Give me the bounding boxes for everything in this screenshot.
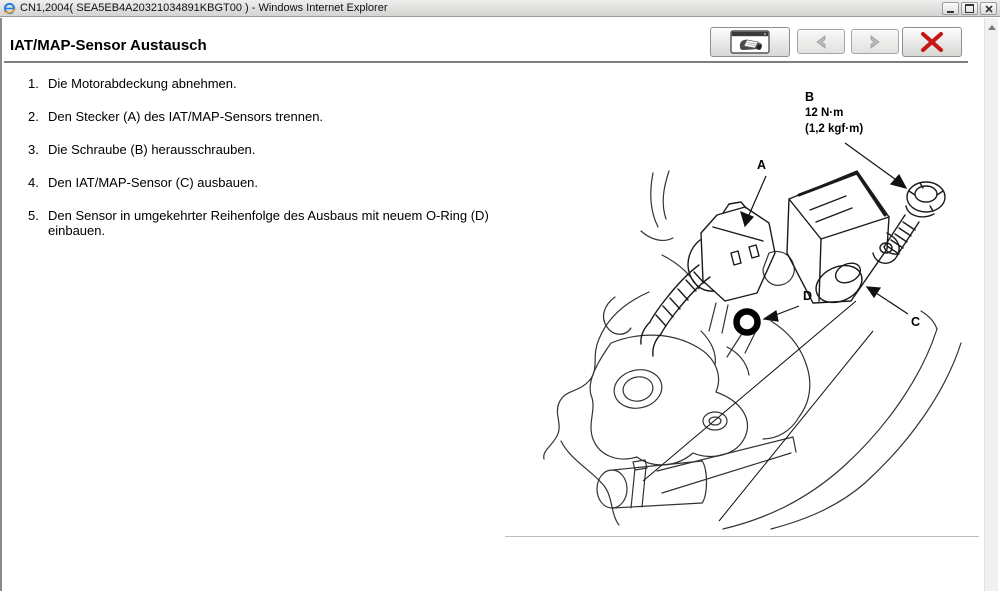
list-item: 5. Den Sensor in umgekehrter Reihenfolge… bbox=[28, 208, 508, 238]
step-text: Den Stecker (A) des IAT/MAP-Sensors tren… bbox=[48, 109, 324, 124]
label-a: A bbox=[757, 158, 766, 172]
diagram-divider bbox=[505, 536, 979, 537]
sensor-part bbox=[786, 170, 900, 304]
window-title: CN1,2004( SEA5EB4A20321034891KBGT00 ) - … bbox=[20, 2, 388, 14]
step-text: Die Motorabdeckung abnehmen. bbox=[48, 76, 237, 91]
restore-icon bbox=[965, 4, 974, 13]
label-d: D bbox=[803, 289, 812, 303]
torque-value: 12 N·m bbox=[805, 107, 843, 119]
printer-icon bbox=[730, 30, 770, 54]
engine-diagram: A B 12 N·m (1,2 kgf·m) C D bbox=[543, 90, 962, 530]
step-text: Den IAT/MAP-Sensor (C) ausbauen. bbox=[48, 175, 259, 190]
print-button[interactable] bbox=[710, 27, 790, 57]
restore-button[interactable] bbox=[961, 2, 978, 15]
window-left-border bbox=[0, 18, 2, 591]
step-number: 2. bbox=[28, 109, 39, 124]
chevron-left-icon bbox=[816, 34, 826, 49]
step-text: Die Schraube (B) herausschrauben. bbox=[48, 142, 256, 157]
scroll-up-arrow-icon[interactable] bbox=[987, 25, 996, 30]
red-x-icon bbox=[921, 32, 943, 52]
forward-button[interactable] bbox=[851, 29, 899, 54]
engine-outline bbox=[543, 170, 962, 530]
minimize-icon bbox=[947, 10, 954, 13]
list-item: 3. Die Schraube (B) herausschrauben. bbox=[28, 142, 508, 157]
label-b: B bbox=[805, 90, 814, 104]
vertical-scrollbar[interactable] bbox=[984, 18, 998, 591]
list-item: 4. Den IAT/MAP-Sensor (C) ausbauen. bbox=[28, 175, 508, 190]
o-ring-part bbox=[733, 308, 761, 336]
leader-lines bbox=[642, 142, 909, 522]
minimize-button[interactable] bbox=[942, 2, 959, 15]
back-button[interactable] bbox=[797, 29, 845, 54]
close-page-button[interactable] bbox=[902, 27, 962, 57]
label-c: C bbox=[911, 315, 920, 329]
close-window-button[interactable] bbox=[980, 2, 997, 15]
window-controls bbox=[942, 2, 997, 15]
step-text: Den Sensor in umgekehrter Reihenfolge de… bbox=[48, 208, 489, 238]
step-number: 4. bbox=[28, 175, 39, 190]
torque-value-kgf: (1,2 kgf·m) bbox=[805, 123, 863, 135]
diagram-labels: A B 12 N·m (1,2 kgf·m) C D bbox=[757, 90, 920, 329]
titlebar: CN1,2004( SEA5EB4A20321034891KBGT00 ) - … bbox=[0, 0, 1000, 17]
heading-divider bbox=[4, 61, 968, 63]
internet-explorer-icon bbox=[3, 2, 17, 15]
page-title: IAT/MAP-Sensor Austausch bbox=[10, 37, 207, 54]
step-number: 5. bbox=[28, 208, 39, 223]
instruction-list: 1. Die Motorabdeckung abnehmen. 2. Den S… bbox=[28, 76, 508, 256]
list-item: 1. Die Motorabdeckung abnehmen. bbox=[28, 76, 508, 91]
step-number: 1. bbox=[28, 76, 39, 91]
bolt-part bbox=[883, 181, 946, 255]
list-item: 2. Den Stecker (A) des IAT/MAP-Sensors t… bbox=[28, 109, 508, 124]
connector-part bbox=[640, 201, 776, 357]
close-icon bbox=[984, 4, 993, 13]
chevron-right-icon bbox=[870, 34, 880, 49]
step-number: 3. bbox=[28, 142, 39, 157]
